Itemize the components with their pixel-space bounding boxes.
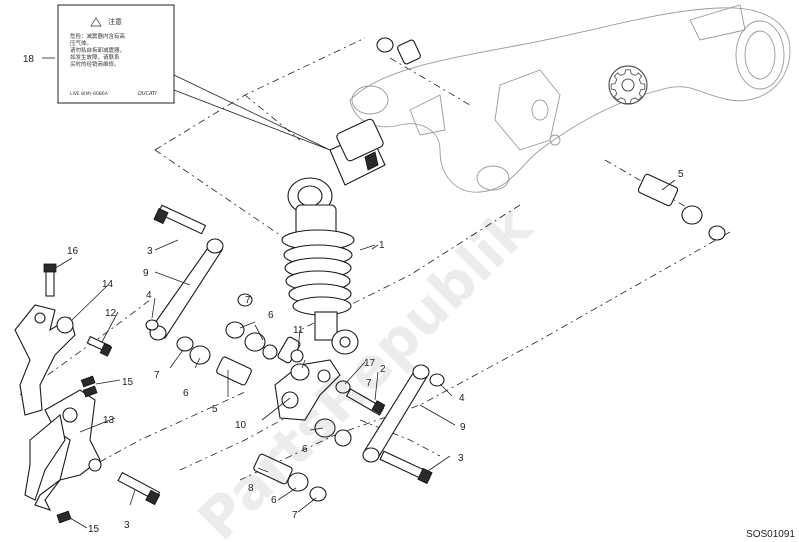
callout-7-d: 7 xyxy=(292,510,298,521)
callout-7-b: 7 xyxy=(154,370,160,381)
callout-4-left: 4 xyxy=(146,290,152,301)
callout-17: 17 xyxy=(364,358,376,369)
callout-numbers: 18 1 2 3 3 3 4 4 5 5 6 6 6 6 7 7 7 7 8 9… xyxy=(23,54,684,535)
callout-6-a: 6 xyxy=(268,310,274,321)
bolt-bottom-left xyxy=(117,471,161,506)
bracket-13 xyxy=(24,389,102,511)
callout-15-top: 15 xyxy=(122,377,134,388)
callout-leaders xyxy=(51,179,676,529)
callout-13: 13 xyxy=(103,415,115,426)
warning-title: 注意 xyxy=(108,17,122,26)
bolt-12 xyxy=(86,335,113,357)
callout-18: 18 xyxy=(23,54,35,65)
reference-code: SOS01091 xyxy=(746,529,795,540)
callout-9-left: 9 xyxy=(143,268,149,279)
callout-7-a: 7 xyxy=(245,295,251,306)
tie-rod-right xyxy=(362,364,430,463)
swingarm xyxy=(349,4,791,193)
bolts-15-top xyxy=(80,375,98,398)
warning-line-5: 买时的经销商维修。 xyxy=(70,60,120,68)
callout-2: 2 xyxy=(380,364,386,375)
warning-part-no: LIVE 8(M)-60B6A xyxy=(70,91,109,97)
assembly-dash-lines xyxy=(19,37,731,481)
callout-7-c: 7 xyxy=(366,378,372,389)
bolt-top-left xyxy=(153,204,207,235)
spacers xyxy=(145,37,726,502)
callout-3-right: 3 xyxy=(458,453,464,464)
warning-brand: DUCATI xyxy=(138,91,157,97)
callout-16: 16 xyxy=(67,246,79,257)
callout-6-c: 6 xyxy=(302,444,308,455)
bracket-14 xyxy=(14,304,76,416)
warning-label: 注意 危险：减震器内含有高 压气体。 请勿私自拆卸减震器， 如发生故障，请联系 … xyxy=(42,4,331,151)
callout-14: 14 xyxy=(102,279,114,290)
warning-line-2: 压气体。 xyxy=(70,39,92,47)
callout-5-right: 5 xyxy=(678,169,684,180)
tie-rod-left xyxy=(149,238,224,341)
callout-8: 8 xyxy=(248,483,254,494)
callout-11: 11 xyxy=(293,325,304,336)
callout-10: 10 xyxy=(235,420,247,431)
warning-line-3: 请勿私自拆卸减震器， xyxy=(70,46,125,54)
rocker-link xyxy=(274,336,341,421)
callout-3-top: 3 xyxy=(147,246,153,257)
callout-15-bottom: 15 xyxy=(88,524,100,535)
callout-6-d: 6 xyxy=(271,495,277,506)
callout-1: 1 xyxy=(379,240,385,251)
warning-line-1: 危险：减震器内含有高 xyxy=(70,32,126,40)
warning-line-4: 如发生故障，请联系 xyxy=(70,53,120,61)
callout-12: 12 xyxy=(105,308,117,319)
shock-absorber xyxy=(281,118,386,355)
gear-icon xyxy=(608,65,648,105)
callout-9-right: 9 xyxy=(460,422,466,433)
bolt-15-bottom xyxy=(56,510,72,524)
callout-3-bottom: 3 xyxy=(124,520,130,531)
bolt-center xyxy=(345,388,386,416)
callout-6-b: 6 xyxy=(183,388,189,399)
callout-5-left: 5 xyxy=(212,404,218,415)
bolt-bottom-right xyxy=(379,450,433,485)
callout-4-right: 4 xyxy=(459,393,465,404)
